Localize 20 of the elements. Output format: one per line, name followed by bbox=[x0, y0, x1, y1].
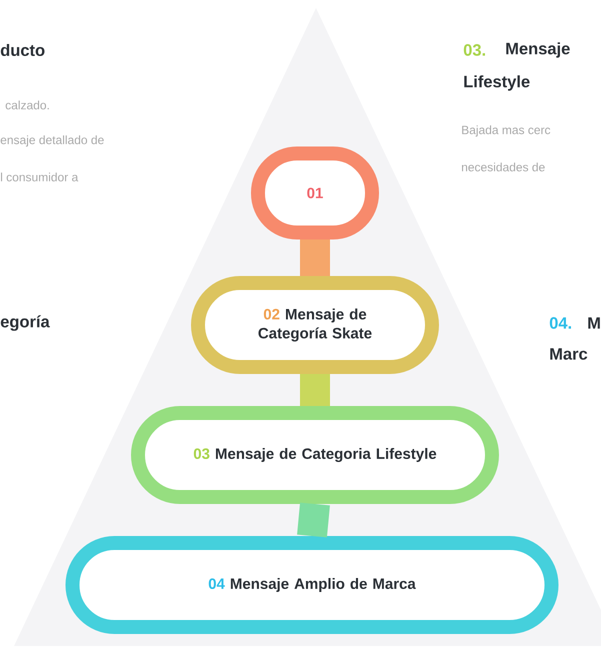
body-text: l consumidor a bbox=[1, 172, 78, 182]
heading: M bbox=[588, 317, 600, 329]
heading: egoría bbox=[0, 315, 50, 331]
heading: 03. bbox=[464, 44, 485, 56]
connector-stem bbox=[300, 374, 330, 406]
connector-stem bbox=[297, 502, 330, 538]
step-pill: 02 Mensaje de Categoría Skate bbox=[191, 276, 439, 374]
step-pill: 03 Mensaje de Categoria Lifestyle bbox=[131, 406, 499, 504]
step-pill: 01 bbox=[251, 146, 379, 240]
body-text: ensaje detallado de bbox=[0, 135, 104, 147]
heading: 04. bbox=[550, 317, 571, 329]
connector-stem bbox=[300, 240, 330, 276]
body-text: Bajada mas cerc bbox=[462, 125, 550, 137]
body-text: necesidades de bbox=[462, 162, 545, 172]
step-pill: 04 Mensaje Amplio de Marca bbox=[66, 536, 558, 634]
heading: Lifestyle bbox=[464, 75, 530, 91]
heading: ducto bbox=[0, 44, 44, 56]
body-text: calzado. bbox=[6, 100, 49, 110]
heading: Marc bbox=[550, 348, 588, 360]
heading: Mensaje bbox=[506, 42, 570, 58]
